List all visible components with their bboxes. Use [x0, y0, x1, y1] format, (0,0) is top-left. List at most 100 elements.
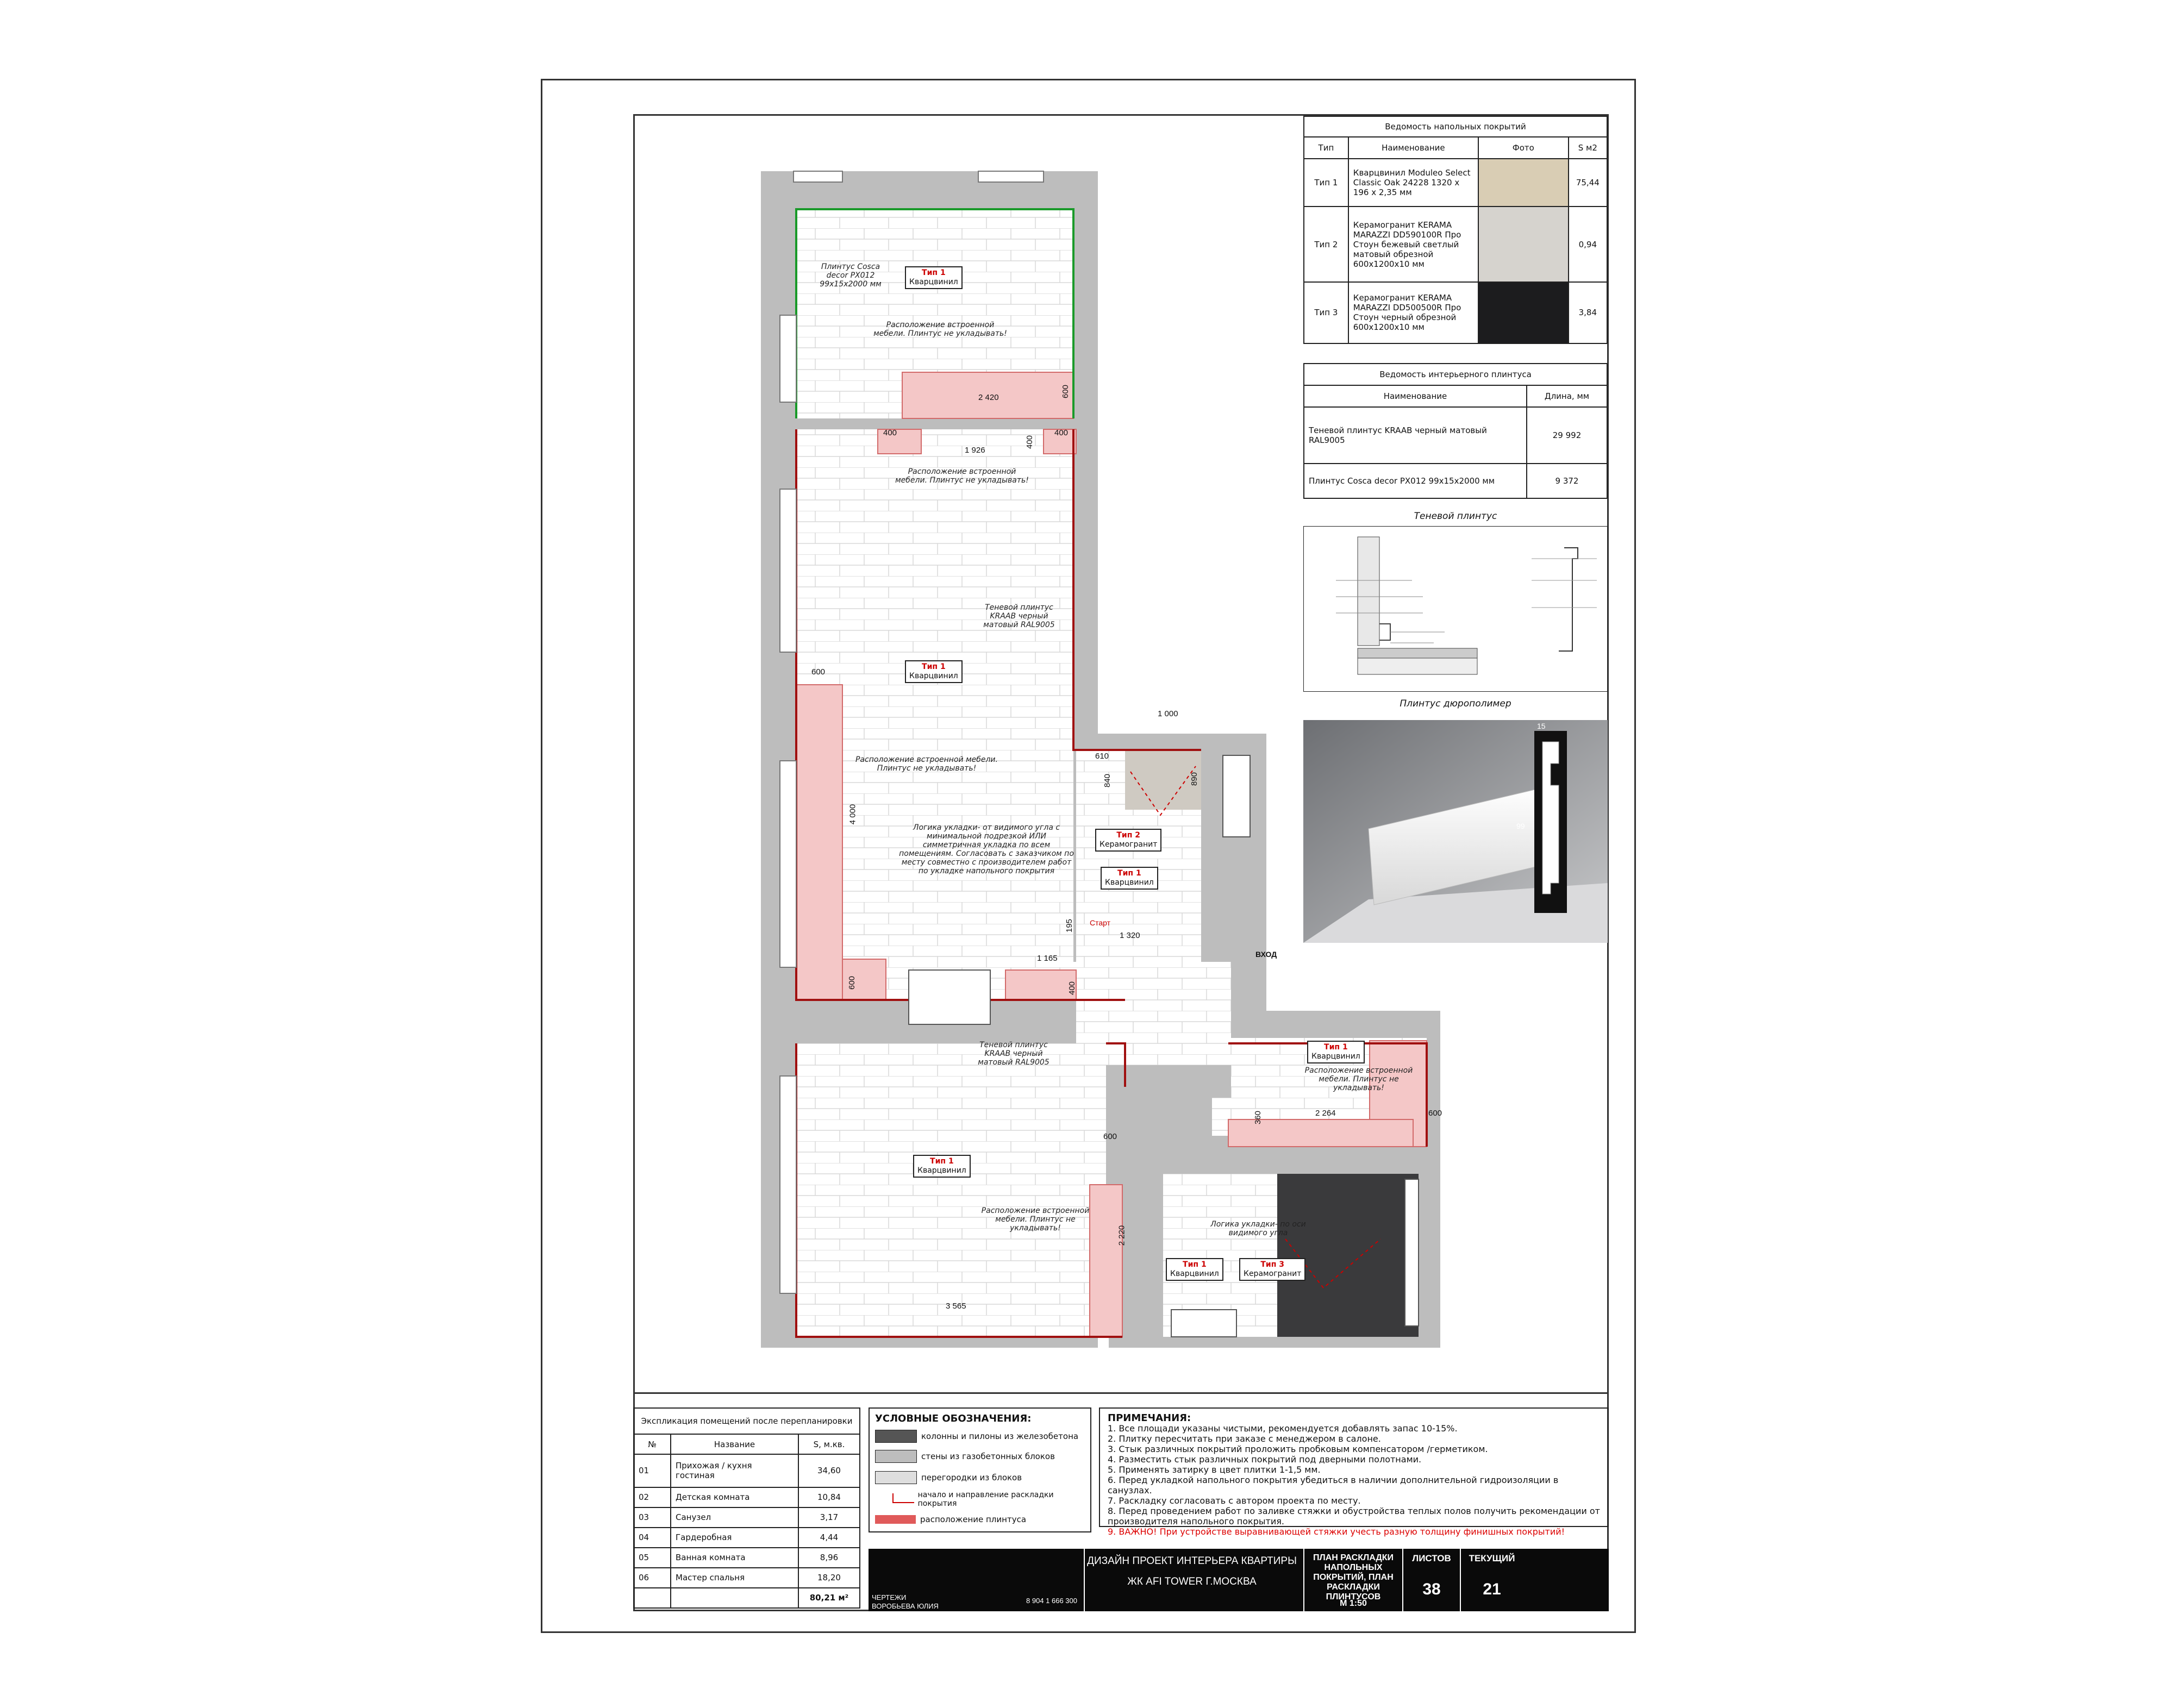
- concrete-swatch: [875, 1430, 917, 1443]
- name-cell: Керамогранит KERAMA MARAZZI DD500500R Пр…: [1347, 281, 1479, 345]
- note-line: 2. Плитку пересчитать при заказе с менед…: [1108, 1434, 1381, 1444]
- dimension: 400: [1067, 981, 1077, 996]
- dimension: 1 320: [1120, 931, 1140, 940]
- photo-black-stone: [1477, 281, 1569, 345]
- note-logic1: Логика укладки- от видимого угла с миним…: [899, 823, 1074, 875]
- cell: Детская комната: [670, 1486, 799, 1508]
- sheets-label: ЛИСТОВ: [1412, 1553, 1451, 1563]
- dimension: 1 926: [965, 446, 985, 455]
- project-name: ДИЗАЙН ПРОЕКТ ИНТЕРЬЕРА КВАРТИРЫ: [1087, 1555, 1297, 1567]
- legend-label: начало и направление раскладки покрытия: [917, 1491, 1054, 1508]
- explication-table: Экспликация помещений после перепланиров…: [633, 1407, 860, 1609]
- scale: М 1:50: [1340, 1599, 1367, 1608]
- cell: 03: [633, 1506, 671, 1528]
- note-cosca: Плинтус Cosca decor PX012 99х15х2000 мм: [820, 262, 882, 289]
- note-warning: 9. ВАЖНО! При устройстве выравнивающей с…: [1108, 1526, 1565, 1537]
- legend-label: стены из газобетонных блоков: [921, 1452, 1055, 1461]
- legend-item: расположение плинтуса: [875, 1511, 1085, 1528]
- floor-plan: [761, 171, 1440, 1348]
- legend-item: стены из газобетонных блоков: [875, 1445, 1085, 1468]
- dimension: 840: [1103, 773, 1113, 788]
- dimension: 600: [847, 975, 857, 990]
- plinth-table-title: Ведомость интерьерного плинтуса: [1303, 363, 1608, 386]
- entrance-label: ВХОД: [1255, 950, 1277, 959]
- area-cell: 75,44: [1567, 158, 1608, 208]
- note-line: 7. Раскладку согласовать с автором проек…: [1108, 1496, 1361, 1506]
- legend-label: перегородки из блоков: [921, 1473, 1022, 1482]
- shadow-plinth-title: Теневой плинтус: [1414, 511, 1497, 522]
- dimension: 600: [1428, 1109, 1442, 1118]
- type-cell: Тип 3: [1303, 281, 1349, 345]
- sheet-name: ПЛАН РАСКЛАДКИ НАПОЛЬНЫХ ПОКРЫТИЙ, ПЛАН …: [1313, 1553, 1394, 1601]
- dimension: 400: [1054, 428, 1069, 437]
- dimension: 400: [1025, 435, 1035, 449]
- cell: 02: [633, 1486, 671, 1508]
- cell: 01: [633, 1454, 671, 1488]
- dimension: 4 000: [848, 804, 858, 825]
- notes-block: ПРИМЕЧАНИЯ: 1. Все площади указаны чисты…: [1099, 1407, 1609, 1537]
- dimension: 1 165: [1037, 954, 1058, 963]
- legend: УСЛОВНЫЕ ОБОЗНАЧЕНИЯ: колонны и пилоны и…: [869, 1407, 1091, 1532]
- cell: 10,84: [798, 1486, 860, 1508]
- name-cell: Кварцвинил Moduleo Select Classic Oak 24…: [1347, 158, 1479, 208]
- start-marker: Старт: [1090, 918, 1111, 927]
- note-line: 1. Все площади указаны чистыми, рекоменд…: [1108, 1423, 1458, 1434]
- legend-item: колонны и пилоны из железобетона: [875, 1428, 1085, 1445]
- plinth-swatch: [875, 1515, 916, 1524]
- photo-beige-stone: [1477, 206, 1569, 283]
- current-value: 21: [1483, 1580, 1501, 1598]
- header-cell: Фото: [1477, 136, 1569, 159]
- dimension: 890: [1190, 772, 1200, 786]
- dimension: 2 420: [978, 393, 999, 402]
- photo-oak: [1477, 158, 1569, 208]
- cell: [633, 1587, 671, 1609]
- dimension: 400: [883, 428, 897, 437]
- cell: [670, 1587, 799, 1609]
- plinth-table: Ведомость интерьерного плинтуса Наименов…: [1303, 363, 1608, 499]
- area-cell: 3,84: [1567, 281, 1608, 345]
- type-cell: Тип 1: [1303, 158, 1349, 208]
- total-area: 80,21 м²: [798, 1587, 860, 1609]
- object-name: ЖК AFI TOWER Г.МОСКВА: [1127, 1576, 1257, 1587]
- divider: [1084, 1549, 1085, 1611]
- author-name: ВОРОБЬЕВА ЮЛИЯ: [872, 1602, 939, 1610]
- note-line: 6. Перед укладкой напольного покрытия уб…: [1108, 1475, 1559, 1496]
- sheets-value: 38: [1422, 1580, 1441, 1598]
- start-direction-icon: [875, 1493, 914, 1505]
- cell: 8,96: [798, 1547, 860, 1568]
- area-cell: 0,94: [1567, 206, 1608, 283]
- length-cell: 9 372: [1526, 463, 1608, 499]
- name-cell: Керамогранит KERAMA MARAZZI DD590100R Пр…: [1347, 206, 1479, 283]
- header-cell: Название: [670, 1433, 799, 1455]
- cell: 18,20: [798, 1567, 860, 1588]
- header-cell: Наименование: [1347, 136, 1479, 159]
- note-line: 4. Разместить стык различных покрытий по…: [1108, 1454, 1422, 1465]
- header-cell: S м2: [1567, 136, 1608, 159]
- fixtures: [908, 755, 1419, 1337]
- partition-swatch: [875, 1471, 917, 1484]
- dimension: 1 000: [1158, 709, 1178, 718]
- drawing-area: [633, 114, 1609, 1394]
- header-cell: №: [633, 1433, 671, 1455]
- dimension: 360: [1253, 1110, 1263, 1125]
- cell: Мастер спальня: [670, 1567, 799, 1588]
- dimension: 600: [1061, 384, 1071, 399]
- cell: Прихожая / кухня гостиная: [670, 1454, 799, 1488]
- note-furniture: Расположение встроенной мебели. Плинтус …: [1304, 1066, 1413, 1092]
- dimension: 2 220: [1117, 1225, 1127, 1246]
- cosca-plinth: [795, 208, 1074, 418]
- dimension: 610: [1095, 752, 1109, 761]
- polymer-plinth-render: [1303, 720, 1608, 943]
- dim-15: 15: [1537, 722, 1546, 730]
- dimension: 600: [1103, 1132, 1117, 1141]
